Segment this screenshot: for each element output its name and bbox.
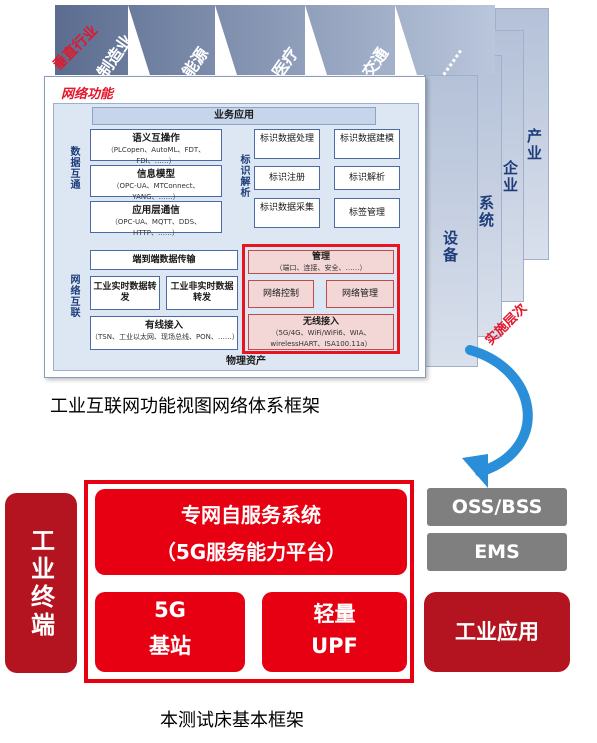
level-device: 设备 [441,230,459,264]
net-interconnect-label: 网络互联 [68,274,79,318]
id-data-modeling: 标识数据建模 [334,129,400,159]
data-interop-label: 数据互通 [68,146,79,190]
caption-top: 工业互联网功能视图网络体系框架 [50,396,320,417]
band-notch [305,5,327,75]
base-station-block: 5G 基站 [95,592,245,672]
business-app-bar: 业务应用 [92,107,376,125]
semantic-interop-name: 语义互操作 [132,133,180,144]
band-notch [395,5,417,75]
wireless-access-detail: （5G/4G、WiFi/WiFi6、WIA、wirelessHART、ISA10… [270,329,372,348]
semantic-interop-cell: 语义互操作 （PLCopen、AutoML、FDT、FDI、……） [90,129,222,165]
base-station-line2: 基站 [149,634,191,658]
platform-line1: 专网自服务系统 [181,503,321,527]
oss-bss-block: OSS/BSS [427,488,567,526]
level-industry: 产业 [525,128,543,162]
e2e-transmission-cell: 端到端数据传输 [90,250,238,270]
id-resolution-cell: 标识解析 [334,166,400,190]
self-service-platform-block: 专网自服务系统 （5G服务能力平台） [95,489,407,575]
app-layer-comm-cell: 应用层通信 （OPC-UA、MQTT、DDS、HTTP、……） [90,201,222,237]
industrial-terminal-label: 工业终端 [26,528,55,640]
base-station-line1: 5G [154,598,186,622]
rt-forwarding-cell: 工业实时数据转发 [90,276,160,310]
network-function-box: 网络功能 业务应用 数据互通 语义互操作 （PLCopen、AutoML、FDT… [44,76,426,378]
flow-arrow [462,345,533,488]
level-panel-device [424,75,478,367]
wireless-access-cell: 无线接入 （5G/4G、WiFi/WiFi6、WIA、wirelessHART、… [248,314,394,350]
semantic-interop-detail: （PLCopen、AutoML、FDT、FDI、……） [106,146,206,165]
wired-access-detail: （TSN、工业以太网、现场总线、PON、……） [91,333,239,341]
info-model-name: 信息模型 [136,169,175,180]
info-model-cell: 信息模型 （OPC-UA、MTConnect、YANG、……） [90,165,222,201]
band-notch [215,5,237,75]
id-resolution-label: 标识解析 [238,154,249,198]
wired-access-name: 有线接入 [144,320,183,331]
tag-management: 标签管理 [334,198,400,228]
id-registration: 标识注册 [254,166,320,190]
app-layer-comm-detail: （OPC-UA、MQTT、DDS、HTTP、……） [110,218,202,237]
management-name: 管理 [311,252,330,262]
wireless-access-name: 无线接入 [302,317,339,327]
info-model-detail: （OPC-UA、MTConnect、YANG、……） [112,182,200,201]
platform-line2: （5G服务能力平台） [155,540,347,564]
wired-access-cell: 有线接入 （TSN、工业以太网、现场总线、PON、……） [90,316,239,350]
upf-block: 轻量 UPF [262,592,407,672]
upf-line1: 轻量 [313,602,356,626]
network-function-inner: 业务应用 数据互通 语义互操作 （PLCopen、AutoML、FDT、FDI、… [53,103,419,371]
network-management-cell: 网络管理 [326,280,394,308]
highlight-box [242,244,400,354]
physical-assets-bar: 物理资产 [90,355,402,368]
caption-bottom: 本测试床基本框架 [160,710,304,731]
app-layer-comm-name: 应用层通信 [132,205,180,216]
band-notch [128,5,150,75]
level-system: 系统 [477,195,495,229]
id-data-processing: 标识数据处理 [254,129,320,159]
management-cell: 管理 （端口、连接、安全、……） [248,250,394,274]
ems-block: EMS [427,533,567,571]
industrial-app-block: 工业应用 [424,592,570,672]
network-control-cell: 网络控制 [248,280,314,308]
nrt-forwarding-cell: 工业非实时数据转发 [166,276,238,310]
id-data-collection: 标识数据采集 [254,198,320,228]
upf-line2: UPF [311,634,358,658]
level-enterprise: 企业 [501,160,519,194]
network-function-title: 网络功能 [61,87,114,102]
management-detail: （端口、连接、安全、……） [275,264,367,272]
industrial-terminal-block: 工业终端 [5,493,77,673]
